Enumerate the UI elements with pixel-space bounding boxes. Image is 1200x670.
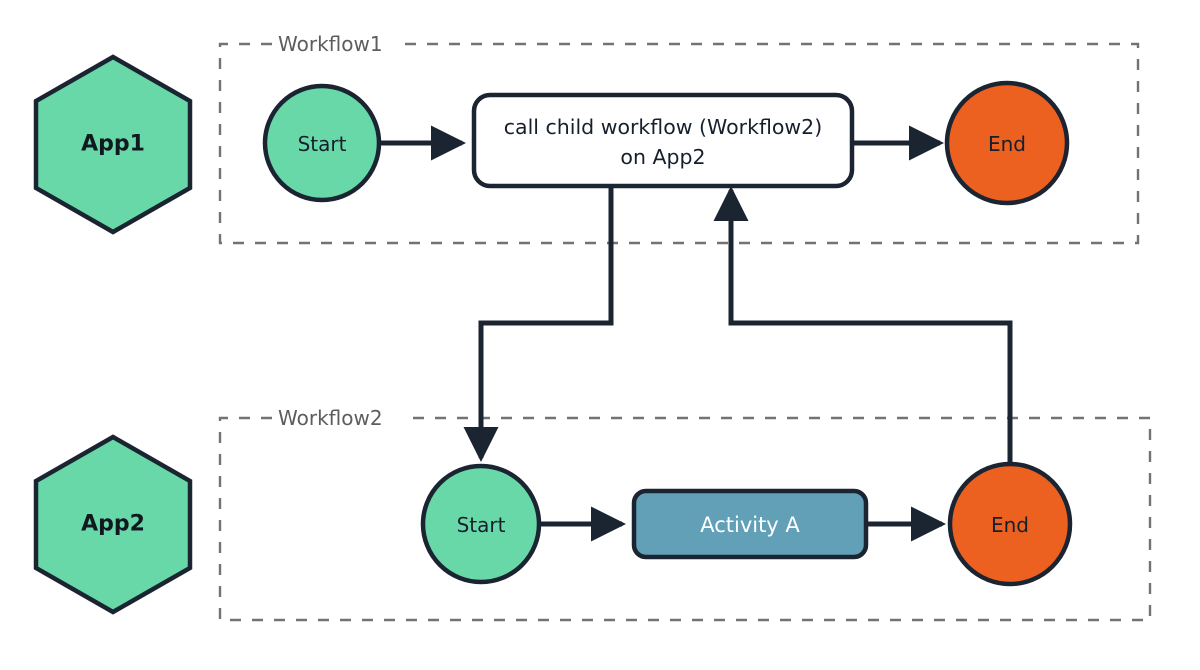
wf2-end-node[interactable]: End xyxy=(947,461,1073,587)
wf2-end-circle xyxy=(947,461,1073,587)
wf1-start-circle xyxy=(262,83,382,203)
wf1-end-node[interactable]: End xyxy=(944,80,1070,206)
edge-wf2-end-to-call xyxy=(713,185,1013,466)
app2-label: App2 xyxy=(81,512,145,537)
lane-workflow1-border xyxy=(218,42,1140,245)
wf2-start-node[interactable]: Start xyxy=(420,463,542,585)
wf2-end-label: End xyxy=(991,513,1029,537)
wf1-start-node[interactable]: Start xyxy=(262,83,382,203)
app2-node[interactable]: App2 xyxy=(33,434,193,615)
wf2-activity-node[interactable]: Activity A xyxy=(631,488,869,560)
wf2-start-circle xyxy=(420,463,542,585)
wf1-end-circle xyxy=(944,80,1070,206)
app1-label: App1 xyxy=(81,132,145,157)
wf1-end-label: End xyxy=(988,132,1026,156)
wf1-start-label: Start xyxy=(298,132,347,156)
edge-call-to-wf2-start xyxy=(463,185,614,463)
wf2-activity-box xyxy=(631,488,869,560)
lane-workflow2: Workflow2 xyxy=(218,406,1152,622)
edges-layer xyxy=(380,125,1013,542)
app2-hexagon xyxy=(33,434,193,615)
app1-hexagon xyxy=(33,54,193,235)
wf1-call-child-workflow-node[interactable]: call child workflow (Workflow2) on App2 xyxy=(471,92,855,189)
wf1-call-child-workflow-box xyxy=(471,92,855,189)
lane-workflow2-label: Workflow2 xyxy=(278,406,383,430)
wf1-call-child-workflow-line2: on App2 xyxy=(620,145,705,169)
lane-workflow1: Workflow1 xyxy=(218,32,1140,245)
app1-node[interactable]: App1 xyxy=(33,54,193,235)
wf2-start-label: Start xyxy=(457,513,506,537)
wf1-call-child-workflow-line1: call child workflow (Workflow2) xyxy=(504,115,822,139)
wf2-activity-label: Activity A xyxy=(700,513,800,537)
lane-workflow1-label: Workflow1 xyxy=(278,32,383,56)
